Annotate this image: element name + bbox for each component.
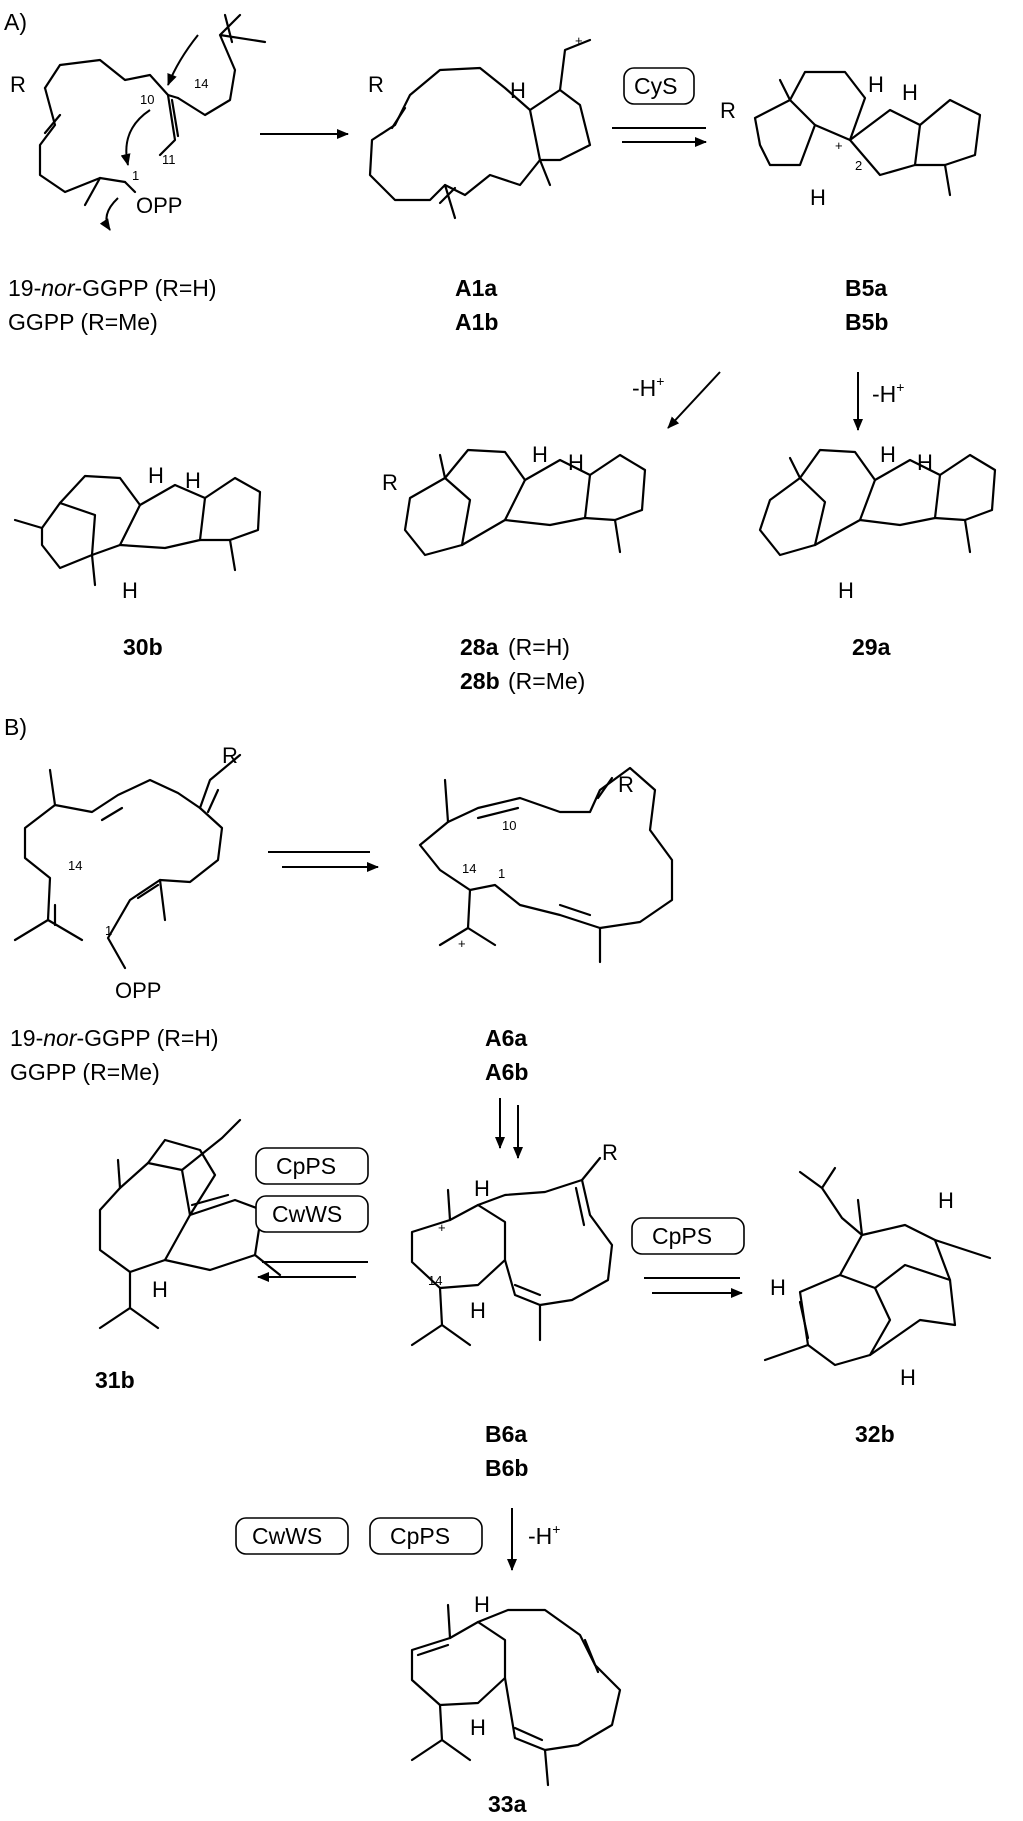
compound-28a-note: (R=H) — [508, 634, 570, 660]
cation: + — [458, 936, 466, 951]
ggpp-structure-a: R OPP 10 11 14 1 — [10, 13, 267, 231]
compound-31b-structure: H — [98, 1118, 282, 1330]
deprotonation-29: -H+ — [872, 379, 904, 407]
panel-b-label: B) — [4, 714, 27, 740]
compound-a1a: A1a — [455, 275, 497, 301]
nor-ggpp-label-b: 19-nor-GGPP (R=H) — [10, 1025, 219, 1051]
cation: + — [438, 1220, 446, 1235]
compound-a6a: A6a — [485, 1025, 527, 1051]
panel-a-label: A) — [4, 9, 27, 35]
enzyme-box-cwws-left — [255, 1195, 369, 1233]
compound-33a-structure: H H — [410, 1592, 622, 1787]
hydrogen: H — [868, 72, 884, 97]
compound-29a-structure: H H H — [758, 442, 997, 603]
enzyme-box-cpps-left — [255, 1147, 369, 1185]
hydrogen: H — [917, 450, 933, 475]
atom-number: 1 — [498, 866, 505, 881]
enzyme-box-cpps-right — [631, 1217, 745, 1255]
compound-28-structure: R H H — [382, 442, 647, 557]
enzyme-cpps-left: CpPS — [276, 1153, 336, 1179]
atom-number: 14 — [194, 76, 208, 91]
r-group: R — [602, 1140, 618, 1165]
compound-32b-structure: H H H — [763, 1166, 992, 1390]
hydrogen: H — [185, 468, 201, 493]
cation: + — [575, 33, 583, 48]
opp-group: OPP — [115, 978, 161, 1003]
enzyme-cpps-right: CpPS — [652, 1223, 712, 1249]
opp-group: OPP — [136, 193, 182, 218]
atom-number: 1 — [132, 168, 139, 183]
hydrogen: H — [470, 1298, 486, 1323]
r-group: R — [618, 772, 634, 797]
hydrogen: H — [474, 1592, 490, 1617]
enzyme-cys: CyS — [634, 73, 677, 99]
enzyme-cwws-bottom: CwWS — [252, 1523, 322, 1549]
hydrogen: H — [880, 442, 896, 467]
compound-33a: 33a — [488, 1791, 527, 1817]
compound-b5b: B5b — [845, 309, 888, 335]
a6-structure: R 10 14 1 + — [418, 766, 674, 964]
compound-b6a: B6a — [485, 1421, 527, 1447]
deprotonation-28: -H+ — [632, 373, 664, 401]
atom-number: 11 — [162, 152, 176, 167]
hydrogen: H — [474, 1176, 490, 1201]
compound-a6b: A6b — [485, 1059, 528, 1085]
enzyme-box-cwws-bottom — [235, 1517, 349, 1555]
compound-b5a: B5a — [845, 275, 887, 301]
b5-structure: R H H H + 2 — [720, 70, 982, 210]
hydrogen: H — [510, 78, 526, 103]
ggpp-label-b: GGPP (R=Me) — [10, 1059, 160, 1085]
atom-number: 10 — [140, 92, 154, 107]
atom-number: 14 — [462, 861, 476, 876]
compound-a1b: A1b — [455, 309, 498, 335]
hydrogen: H — [770, 1275, 786, 1300]
hydrogen: H — [152, 1277, 168, 1302]
atom-number: 14 — [428, 1273, 442, 1288]
enzyme-box-cys — [623, 67, 695, 105]
hydrogen: H — [938, 1188, 954, 1213]
ggpp-label-a: GGPP (R=Me) — [8, 309, 158, 335]
nor-ggpp-label-a: 19-nor-GGPP (R=H) — [8, 275, 217, 301]
compound-28a: 28a — [460, 634, 499, 660]
r-group: R — [720, 98, 736, 123]
cation: + — [835, 138, 843, 153]
enzyme-cwws-left: CwWS — [272, 1201, 342, 1227]
b6-structure: R H H + 14 — [410, 1140, 618, 1347]
hydrogen: H — [900, 1365, 916, 1390]
hydrogen: H — [810, 185, 826, 210]
arrow-b5-to-28 — [667, 371, 721, 429]
compound-31b: 31b — [95, 1367, 135, 1393]
enzyme-box-cpps-bottom — [369, 1517, 483, 1555]
enzyme-cpps-bottom: CpPS — [390, 1523, 450, 1549]
compound-28b-note: (R=Me) — [508, 668, 585, 694]
hydrogen: H — [568, 450, 584, 475]
compound-30b: 30b — [123, 634, 163, 660]
hydrogen: H — [532, 442, 548, 467]
r-group: R — [222, 743, 238, 768]
ggpp-structure-b: R OPP 14 1 — [13, 743, 242, 1003]
compound-32b: 32b — [855, 1421, 895, 1447]
r-group: R — [10, 72, 26, 97]
hydrogen: H — [470, 1715, 486, 1740]
r-group: R — [368, 72, 384, 97]
r-group: R — [382, 470, 398, 495]
compound-29a: 29a — [852, 634, 891, 660]
atom-number: 2 — [855, 158, 862, 173]
compound-30b-structure: H H H — [13, 463, 262, 603]
a1-structure: R H + — [368, 33, 592, 220]
hydrogen: H — [148, 463, 164, 488]
deprotonation-33: -H+ — [528, 1521, 560, 1549]
atom-number: 14 — [68, 858, 82, 873]
compound-28b: 28b — [460, 668, 500, 694]
atom-number: 1 — [105, 923, 112, 938]
hydrogen: H — [838, 578, 854, 603]
atom-number: 10 — [502, 818, 516, 833]
compound-b6b: B6b — [485, 1455, 528, 1481]
hydrogen: H — [122, 578, 138, 603]
hydrogen: H — [902, 80, 918, 105]
